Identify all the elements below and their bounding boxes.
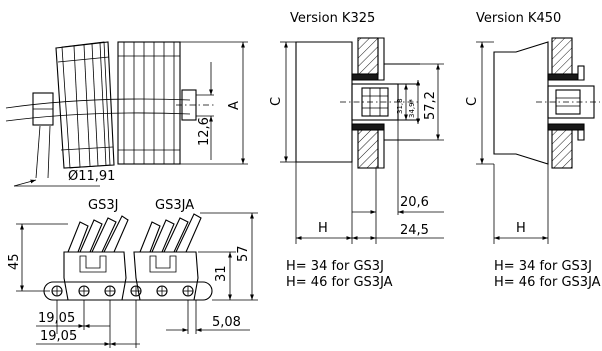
- dim-c-k450: C: [465, 97, 480, 106]
- dim-34-9: 34,9*: [408, 98, 416, 118]
- note-k325-line1: H= 34 for GS3J: [286, 259, 384, 274]
- dim-31-8: 31,8: [396, 98, 404, 114]
- chain-front-view: [16, 212, 258, 348]
- dim-57-2: 57,2: [423, 91, 438, 120]
- right-module: [117, 41, 181, 165]
- note-k450-line2: H= 46 for GS3JA: [494, 275, 601, 290]
- title-k325: Version K325: [290, 11, 375, 26]
- note-k325-line2: H= 46 for GS3JA: [286, 275, 393, 290]
- dim-19-05-upper: 19,05: [38, 311, 75, 326]
- label-gs3ja: GS3JA: [155, 198, 194, 213]
- section-k450: [476, 37, 600, 244]
- left-module: [55, 41, 115, 169]
- dim-11-91: Ø11,91: [68, 169, 115, 184]
- dim-57: 57: [236, 245, 251, 262]
- dim-31: 31: [214, 265, 229, 282]
- title-k450: Version K450: [476, 11, 561, 26]
- dim-5-08: 5,08: [212, 315, 241, 330]
- label-gs3j: GS3J: [88, 198, 118, 213]
- dim-h-k450: H: [516, 221, 526, 236]
- dim-a: A: [227, 101, 242, 110]
- dim-12-6: 12,6: [197, 117, 212, 146]
- dim-c-k325: C: [269, 97, 284, 106]
- side-view-curve: [5, 41, 248, 187]
- dim-19-05-lower: 19,05: [40, 329, 77, 344]
- dim-20-6: 20,6: [400, 195, 429, 210]
- dim-45: 45: [7, 253, 22, 270]
- note-k450-line1: H= 34 for GS3J: [494, 259, 592, 274]
- section-k325: [280, 37, 444, 244]
- dim-24-5: 24,5: [400, 223, 429, 238]
- dim-h-k325: H: [318, 221, 328, 236]
